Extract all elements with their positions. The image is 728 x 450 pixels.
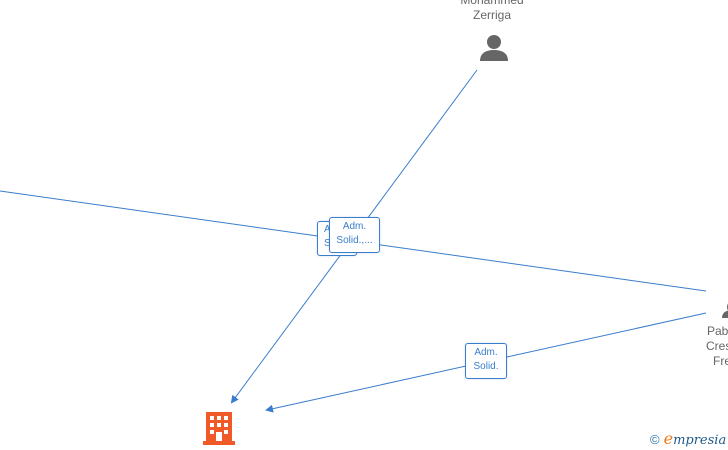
copyright-icon: ©	[650, 432, 660, 447]
edge-label-line: Adm.	[474, 347, 498, 358]
person-name-line: Cres	[706, 339, 728, 353]
person-name-pablo[interactable]: Pab Cres Fre	[705, 324, 728, 369]
edge-label-line: S	[324, 238, 331, 249]
building-icon[interactable]	[203, 412, 235, 445]
person-name-line: Mohammed	[460, 0, 524, 7]
edge-label-line: Solid.,...	[336, 235, 373, 246]
person-icon[interactable]	[480, 35, 508, 61]
empresia-watermark[interactable]: ©empresia	[650, 429, 726, 448]
edge-label-role[interactable]: Adm. Solid.	[465, 343, 507, 379]
edge-label-role[interactable]: Adm. Solid.,...	[329, 217, 380, 253]
person-name-line: Fre	[713, 354, 728, 368]
person-name-line: Zerriga	[472, 8, 511, 22]
brand-logo-e: e	[663, 429, 674, 448]
brand-logo-text: mpresia	[673, 433, 727, 448]
person-icon[interactable]	[722, 300, 728, 318]
edge-label-line: Solid.	[473, 361, 499, 372]
edge-label-line: Adm.	[342, 221, 367, 232]
person-name-line: Pab	[707, 324, 728, 338]
person-name-mohammed[interactable]: Mohammed Zerriga	[452, 0, 532, 23]
